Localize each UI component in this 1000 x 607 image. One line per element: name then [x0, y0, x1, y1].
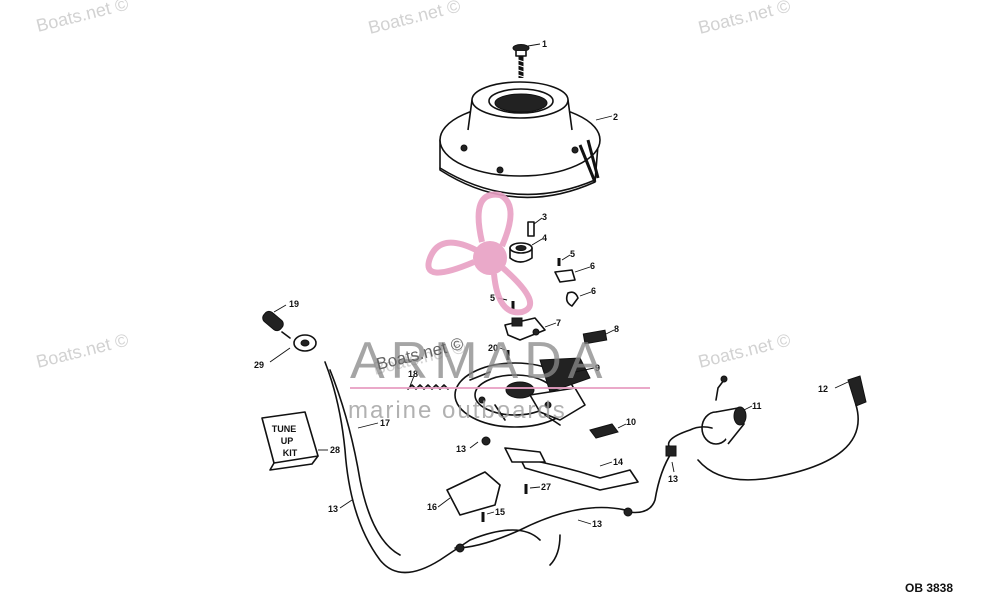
- callout-label: 14: [613, 457, 623, 467]
- callout-numbers: 1 2 3 4 5 6 5 6 7 8 20 9 18 10 11 12 13 …: [254, 39, 828, 529]
- callout-label: 12: [818, 384, 828, 394]
- part-4-nut: [509, 242, 533, 263]
- watermark-text: Boats.net ©: [34, 0, 130, 36]
- part-16-plate: [446, 471, 501, 516]
- watermark-text: Boats.net ©: [34, 330, 130, 372]
- callout-label: 17: [380, 418, 390, 428]
- part-3-key: [527, 221, 535, 237]
- callout-label: 13: [668, 474, 678, 484]
- callout-label: 1: [542, 39, 547, 49]
- part-14-plate: [504, 447, 546, 463]
- callout-label: 6: [590, 261, 595, 271]
- callout-label: 13: [456, 444, 466, 454]
- callout-label: 11: [752, 401, 762, 411]
- callout-label: 19: [289, 299, 299, 309]
- callout-label: 3: [542, 212, 547, 222]
- part-29-nut: [293, 334, 317, 352]
- callout-label: 6: [591, 286, 596, 296]
- part-1-screw: [512, 44, 530, 78]
- watermark-text: Boats.net ©: [696, 330, 792, 372]
- callout-label: 5: [570, 249, 575, 259]
- part-14-bracket: [519, 457, 639, 491]
- callout-label: 20: [488, 343, 498, 353]
- armada-logo: ARMADA marine outboards Boats.net ©: [348, 191, 650, 424]
- figure-code: OB 3838: [905, 581, 953, 595]
- part-13-grommet: [481, 436, 491, 446]
- callout-label: 7: [556, 318, 561, 328]
- callout-label: 16: [427, 502, 437, 512]
- callout-label: 10: [626, 417, 636, 427]
- part-10-pad: [589, 423, 619, 439]
- callout-label: 4: [542, 233, 547, 243]
- callout-label: 28: [330, 445, 340, 455]
- part-7-breaker-point: [504, 317, 546, 341]
- callout-label: 9: [595, 363, 600, 373]
- part-19-terminal: [262, 310, 291, 339]
- kit-label-line: TUNE: [272, 424, 297, 434]
- part-13-wire: [324, 361, 713, 574]
- kit-label-line: KIT: [283, 448, 298, 458]
- callout-label: 27: [541, 482, 551, 492]
- part-28-tune-up-kit: TUNE UP KIT: [261, 411, 319, 471]
- callout-label: 2: [613, 112, 618, 122]
- brand-tagline: marine outboards: [348, 397, 567, 424]
- part-9-stator-plate: [454, 357, 591, 428]
- watermark-text: Boats.net ©: [366, 0, 462, 38]
- callout-label: 15: [495, 507, 505, 517]
- callout-label: 18: [408, 369, 418, 379]
- part-12-plug-cap: [697, 375, 867, 481]
- kit-label-line: UP: [281, 436, 294, 446]
- part-8-condenser: [582, 329, 608, 345]
- callout-label: 13: [592, 519, 602, 529]
- callout-label: 13: [328, 504, 338, 514]
- watermark-text: Boats.net ©: [696, 0, 792, 38]
- part-6-clip: [554, 269, 579, 307]
- leader-lines: [269, 43, 849, 525]
- part-2-flywheel: [439, 81, 601, 199]
- part-5-screw: [511, 258, 561, 309]
- callout-label: 5: [490, 293, 495, 303]
- part-11-ignition-coil: [701, 375, 747, 445]
- callout-label: 8: [614, 324, 619, 334]
- callout-label: 29: [254, 360, 264, 370]
- brand-name: ARMADA: [350, 332, 608, 390]
